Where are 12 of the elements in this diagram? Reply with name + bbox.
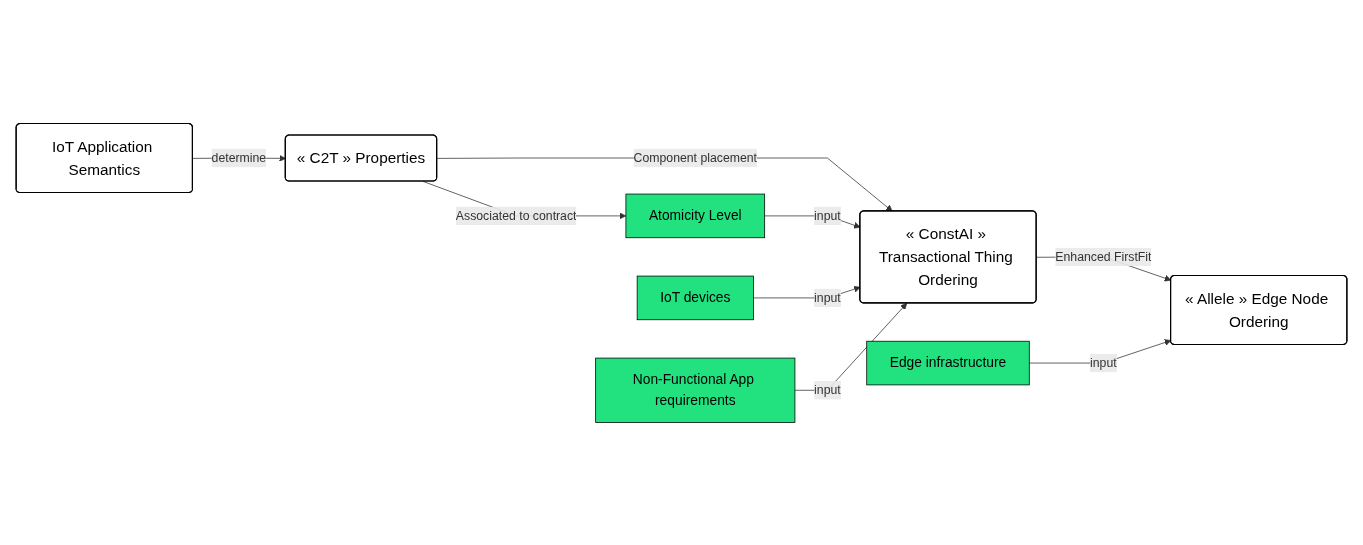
node-box: IoT devices [636,275,754,320]
edge-label: input [1090,355,1117,369]
node-box: Atomicity Level [625,193,766,238]
edge-label: input [814,208,841,222]
node-box: Non-Functional App requirements [595,357,796,423]
edge-label: Associated to contract [455,208,577,222]
node-box: Edge infrastructure [866,340,1030,385]
edge-label: input [814,382,841,396]
edge-label: Enhanced FirstFit [1055,249,1152,263]
edge-label: input [814,290,841,304]
edge-label: determine [211,150,267,164]
edge-label: Component placement [633,150,757,164]
